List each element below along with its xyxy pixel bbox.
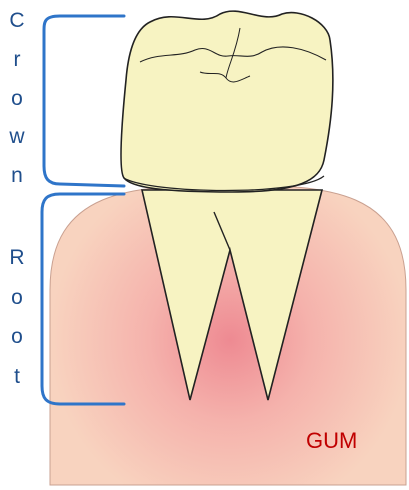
gum-label: GUM bbox=[306, 430, 357, 452]
root-label-letter: o bbox=[11, 326, 23, 347]
crown-label-letter: C bbox=[9, 10, 24, 31]
root-label-letter: o bbox=[11, 287, 23, 308]
crown-bracket bbox=[44, 16, 124, 186]
tooth-crown bbox=[121, 11, 333, 192]
crown-label-letter: o bbox=[11, 88, 23, 109]
root-label-letter: R bbox=[9, 247, 24, 268]
crown-label-letter: r bbox=[14, 49, 21, 70]
crown-label-letter: n bbox=[11, 165, 23, 186]
crown-label-letter: w bbox=[9, 126, 24, 147]
root-label-letter: t bbox=[14, 366, 20, 387]
